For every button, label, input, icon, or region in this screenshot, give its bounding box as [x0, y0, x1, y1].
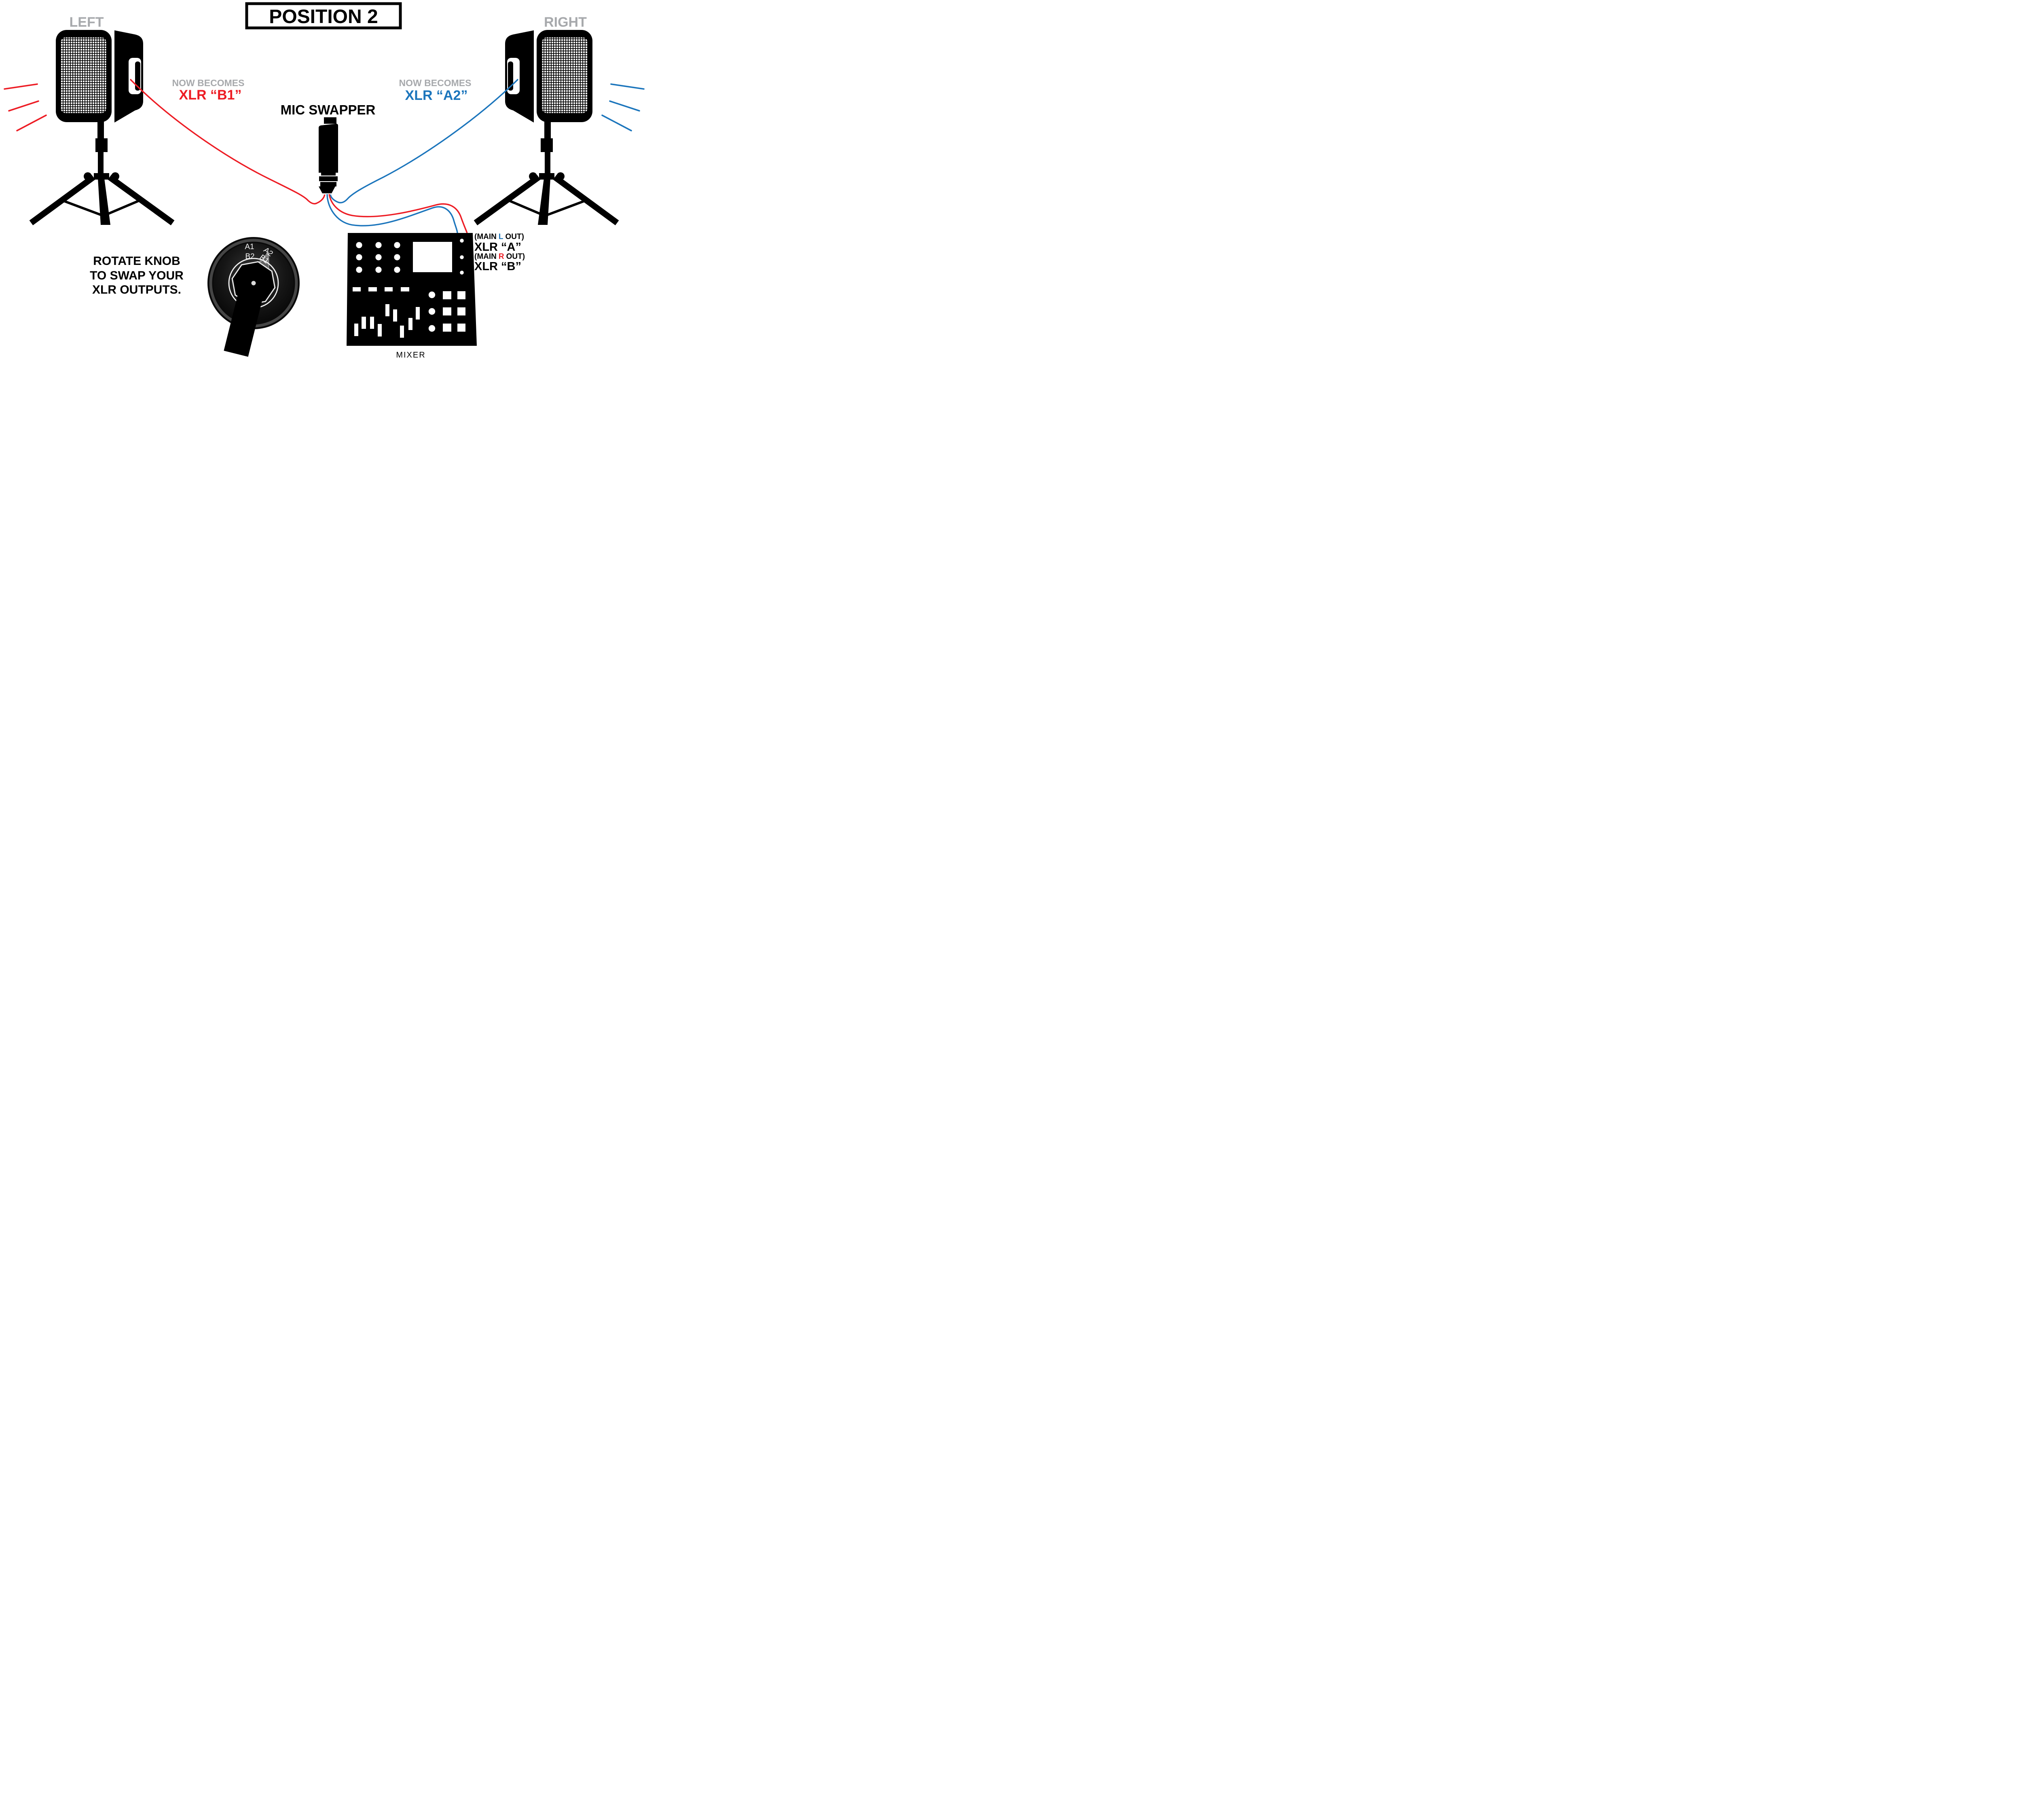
right-speaker-label: RIGHT — [544, 15, 587, 30]
sound-wave-line — [601, 114, 632, 131]
left-cable-callout: NOW BECOMES XLR “B1” — [172, 78, 245, 103]
mixer-pad — [457, 291, 465, 299]
cable-blue-from-right-speaker — [330, 78, 519, 203]
diagram-canvas: POSITION 2 LEFT RIGHT NOW BECOMES XLR “B… — [0, 0, 647, 364]
knob-instruction: ROTATE KNOB TO SWAP YOUR XLR OUTPUTS. — [90, 254, 184, 296]
mixer-knob — [375, 242, 382, 248]
instruction-line-3: XLR OUTPUTS. — [92, 283, 181, 296]
mixer-fader — [385, 304, 389, 316]
mixer-fader — [362, 317, 366, 329]
mixer-knob — [394, 242, 400, 248]
title-banner: POSITION 2 — [245, 2, 402, 30]
mixer-knob — [375, 267, 382, 273]
mixer-knob — [428, 325, 436, 332]
knob-center-dot — [251, 281, 256, 286]
sound-wave-line — [609, 100, 640, 112]
mixer-pad — [443, 324, 451, 332]
mixer-fader — [354, 324, 358, 336]
mixer-small-knob — [460, 239, 464, 243]
right-speaker — [476, 30, 617, 225]
left-cable-eyebrow: NOW BECOMES — [172, 78, 245, 88]
swapper-ring-2 — [319, 176, 338, 181]
mixer-pad — [457, 324, 465, 332]
mixer-fader — [370, 317, 374, 329]
left-speaker — [31, 30, 173, 225]
instruction-line-1: ROTATE KNOB — [93, 254, 180, 268]
swapper-clip — [324, 117, 336, 124]
swapper-ring-3 — [320, 182, 336, 186]
left-sound-waves — [4, 83, 47, 131]
mixer-button — [385, 287, 393, 292]
mixer-button — [401, 287, 409, 292]
right-cable-name: XLR “A2” — [405, 88, 468, 103]
title-box — [245, 2, 402, 30]
right-cable-callout: NOW BECOMES XLR “A2” — [399, 78, 472, 103]
mixer-knob — [356, 254, 362, 260]
mixer-knob — [428, 291, 436, 298]
mixer-knob — [375, 254, 382, 260]
left-cable-name: XLR “B1” — [179, 87, 242, 103]
swapper-ring-1 — [321, 173, 336, 176]
mixer-fader — [393, 309, 397, 322]
knob-handle — [224, 287, 264, 357]
mixer-fader — [400, 326, 404, 338]
sound-wave-line — [4, 83, 38, 90]
mixer: MIXER — [347, 233, 477, 360]
mixer-pad — [457, 307, 465, 315]
instruction-line-2: TO SWAP YOUR — [90, 269, 184, 282]
sound-wave-line — [8, 100, 39, 112]
mixer-pad — [443, 291, 451, 299]
page-title: POSITION 2 — [269, 6, 378, 28]
swapper-body — [319, 123, 338, 173]
cable-red-from-left-speaker — [129, 78, 326, 205]
mixer-button-strip — [353, 287, 409, 292]
mixer-faders — [354, 304, 420, 338]
mixer-knob — [394, 267, 400, 273]
mixer-edge-buttons — [460, 239, 464, 275]
mixer-knob — [428, 308, 436, 315]
cable-blue-to-mixer — [326, 194, 458, 233]
mixer-knob — [356, 267, 362, 273]
mic-swapper-title: MIC SWAPPER — [281, 102, 376, 117]
rotary-knob: A1 B2 A2 B1 — [207, 237, 300, 357]
mixer-knob — [394, 254, 400, 260]
mixer-knob-grid — [356, 242, 400, 273]
mixer-label: MIXER — [396, 351, 425, 360]
swapper-connector-tip — [319, 186, 335, 193]
left-speaker-label: LEFT — [70, 15, 104, 30]
sound-wave-line — [16, 114, 47, 131]
mixer-screen — [413, 242, 452, 272]
mixer-small-knob — [460, 255, 464, 259]
mixer-button — [368, 287, 377, 292]
mixer-pads — [443, 291, 465, 332]
mixer-fader — [416, 307, 420, 320]
cable-red-to-mixer — [328, 194, 468, 233]
mixer-fader — [408, 318, 412, 330]
knob-position-b2: B2 — [245, 252, 254, 261]
mixer-fader — [378, 324, 382, 336]
xlr-a-label: XLR “A” — [474, 241, 521, 254]
mixer-small-knob — [460, 271, 464, 275]
right-cable-eyebrow: NOW BECOMES — [399, 78, 472, 88]
right-sound-waves — [601, 83, 645, 131]
mic-swapper-device — [319, 117, 338, 193]
mixer-pad — [443, 307, 451, 315]
mixer-button — [353, 287, 361, 292]
xlr-b-label: XLR “B” — [474, 260, 521, 273]
sound-wave-line — [610, 83, 645, 90]
knob-position-a1: A1 — [245, 243, 254, 251]
mixer-controls — [353, 239, 465, 338]
mixer-cue-knobs — [428, 291, 436, 332]
mic-swapper-diagram: POSITION 2 LEFT RIGHT NOW BECOMES XLR “B… — [4, 2, 645, 360]
mixer-knob — [356, 242, 362, 248]
